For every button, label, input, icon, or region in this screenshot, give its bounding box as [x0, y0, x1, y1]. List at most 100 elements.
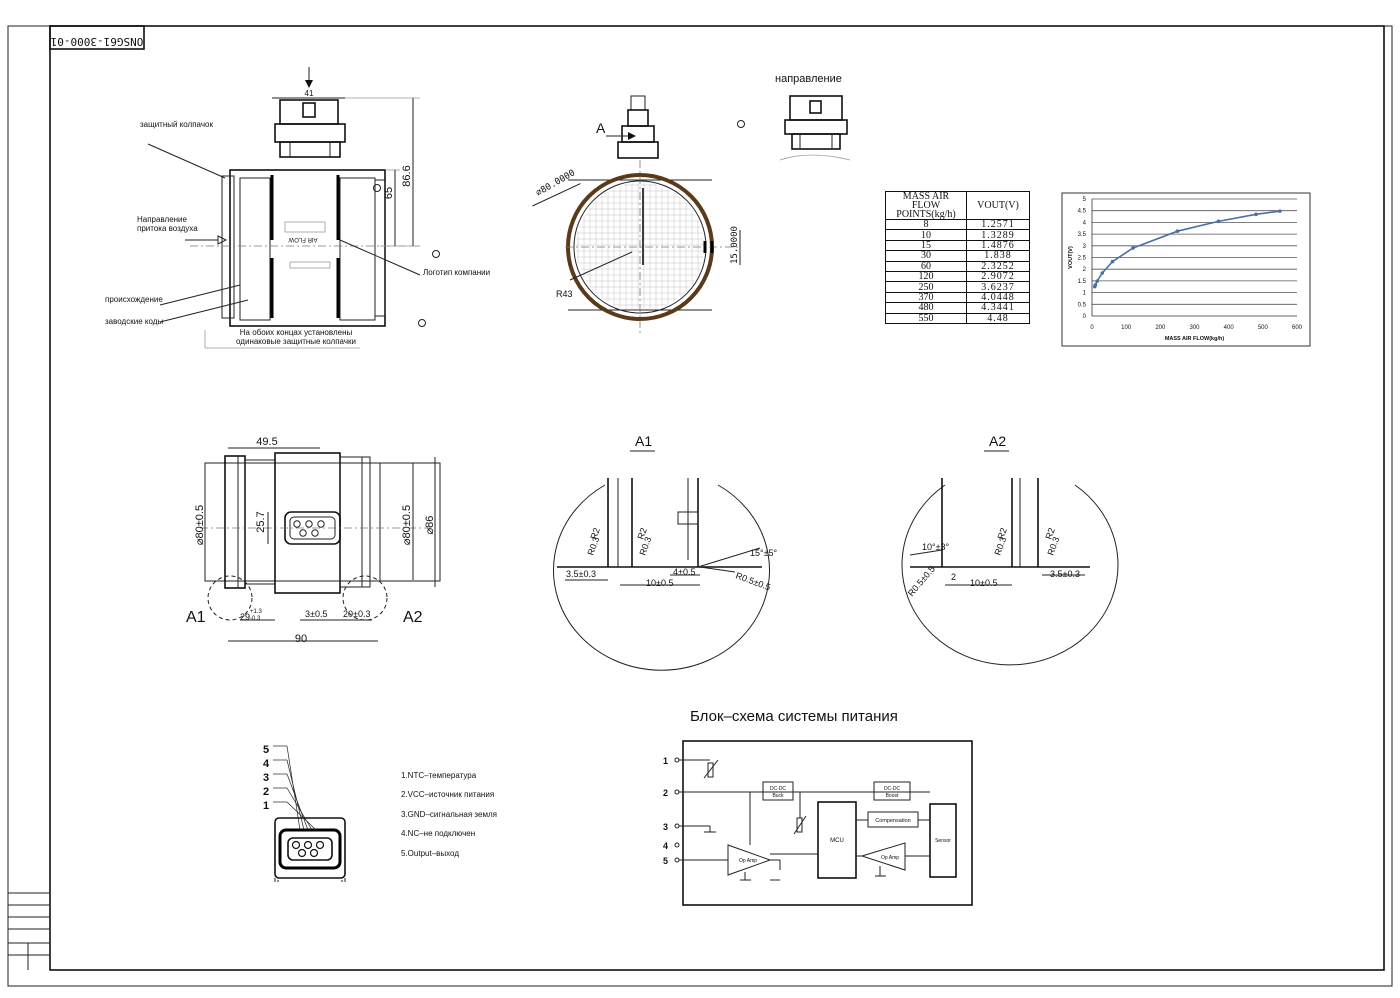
label-logo: Логотип компании — [423, 268, 490, 277]
detail-a2-title: A2 — [989, 433, 1006, 449]
a2-3-5: 3.5±0.3 — [1050, 569, 1080, 579]
table-cell-flow: 550 — [885, 312, 967, 324]
dim-90: 90 — [295, 633, 307, 645]
chart-x-tick: 600 — [1292, 325, 1303, 331]
label-airflow-2: притока воздуха — [137, 224, 198, 233]
callout-a1: A1 — [186, 609, 206, 626]
chart-y-tick: 0.5 — [1078, 302, 1087, 308]
pin-legend-5: 5.Output–выход — [401, 849, 459, 858]
a2-angle: 10°±3° — [922, 542, 950, 552]
bd-opamp-1: Op Amp — [739, 858, 757, 864]
side-view: 41 AIR FLOW 86.6 65 — [147, 67, 745, 349]
bd-mcu: MCU — [830, 838, 844, 844]
label-origin: происхождение — [105, 295, 163, 304]
a1-10: 10±0.5 — [646, 578, 673, 588]
a1-r05: R0.5±0.5 — [734, 570, 772, 592]
label-factory-codes: заводские коды — [105, 317, 163, 326]
bd-opamp-2: Op Amp — [881, 855, 899, 861]
chart-x-tick: 300 — [1189, 325, 1200, 331]
table-cell-vout: 3.6237 — [966, 281, 1030, 293]
table-cell-vout: 4.48 — [966, 312, 1030, 324]
pin-legend-4: 4.NC–не подключен — [401, 829, 475, 838]
a2-r2-1: R2 — [995, 526, 1008, 540]
bd-buck-1: DC-DC — [770, 786, 786, 792]
direction-connector — [779, 95, 851, 161]
pin-label-3: 3 — [263, 772, 269, 784]
callout-a2: A2 — [403, 609, 423, 626]
detail-a1 — [553, 478, 770, 671]
table-cell-flow: 370 — [885, 291, 967, 304]
bd-boost-2: Boost — [886, 793, 899, 799]
a2-2: 2 — [951, 572, 956, 582]
table-cell-flow: 15 — [885, 239, 967, 252]
label-note-2: одинаковые защитные колпачки — [236, 337, 356, 346]
chart-y-label: VOUT(V) — [1068, 246, 1074, 269]
chart-y-tick: 0 — [1083, 314, 1087, 320]
a1-3-5: 3.5±0.3 — [566, 569, 596, 579]
table-cell-vout: 1.2571 — [966, 218, 1030, 231]
table-cell-vout: 1.3289 — [966, 229, 1030, 241]
table-cell-flow: 8 — [885, 218, 967, 231]
dim-29: 29 — [240, 612, 250, 622]
table-header-vout: VOUT(V) — [966, 191, 1030, 220]
block-diagram — [674, 740, 973, 906]
a1-4: 4±0.5 — [673, 567, 695, 577]
drawing-code: ONSG61-3000-01 — [51, 35, 144, 48]
chart-point — [1175, 229, 1180, 234]
table-cell-flow: 60 — [885, 260, 967, 272]
chart-point — [1095, 279, 1099, 283]
a2-r2-2: R2 — [1043, 526, 1056, 540]
chart-y-tick: 1 — [1083, 291, 1087, 297]
title-strips — [8, 892, 50, 970]
dim-d80-left: ⌀80±0.5 — [194, 505, 206, 545]
dim-29-tol-bot: -0.3 — [250, 616, 261, 622]
pin-label-2: 2 — [263, 786, 269, 798]
chart-point — [1100, 271, 1105, 275]
drawing-code-box — [49, 25, 145, 50]
table-cell-vout: 2.9072 — [966, 270, 1030, 283]
chart-point — [1216, 219, 1221, 224]
a2-r05: R0.5±0.5 — [906, 564, 937, 598]
table-cell-vout: 1.838 — [966, 250, 1030, 262]
chart-x-tick: 400 — [1224, 325, 1235, 331]
a1-r03-1: R0.3 — [585, 535, 601, 556]
dim-d86: ⌀86 — [424, 516, 436, 535]
chart-x-tick: 500 — [1258, 325, 1269, 331]
a2-10: 10±0.5 — [970, 578, 997, 588]
pin-label-1: 1 — [263, 800, 269, 812]
table-cell-vout: 4.3441 — [966, 302, 1030, 314]
dim-r43: R43 — [556, 289, 573, 299]
label-cap: защитный колпачок — [140, 120, 213, 129]
chart-y-tick: 4 — [1083, 220, 1087, 226]
chart-y-tick: 5 — [1083, 197, 1087, 203]
table-header-row: MASS AIR FLOW POINTS(kg/h) VOUT(V) — [885, 191, 1030, 220]
chart-point — [1093, 283, 1098, 287]
chart-y-tick: 2 — [1083, 267, 1087, 273]
bd-compensation: Compensation — [875, 818, 910, 824]
table-cell-flow: 10 — [885, 229, 967, 241]
bd-pin-5: 5 — [663, 856, 668, 866]
a1-r2-2: R2 — [635, 526, 648, 540]
chart-y-tick: 3.5 — [1078, 232, 1087, 238]
chart-y-tick: 3 — [1083, 244, 1087, 250]
chart-series-line — [1093, 210, 1281, 287]
outer-frame — [7, 25, 1393, 987]
dim-3: 3±0.5 — [305, 609, 327, 619]
pin-label-4: 4 — [263, 758, 270, 770]
bd-boost-1: DC-DC — [884, 786, 900, 792]
detail-a2 — [901, 478, 1119, 666]
chart-y-tick: 4.5 — [1078, 209, 1087, 215]
chart-x-label: MASS AIR FLOW(kg/h) — [1165, 336, 1225, 342]
chart-point — [1110, 259, 1115, 264]
